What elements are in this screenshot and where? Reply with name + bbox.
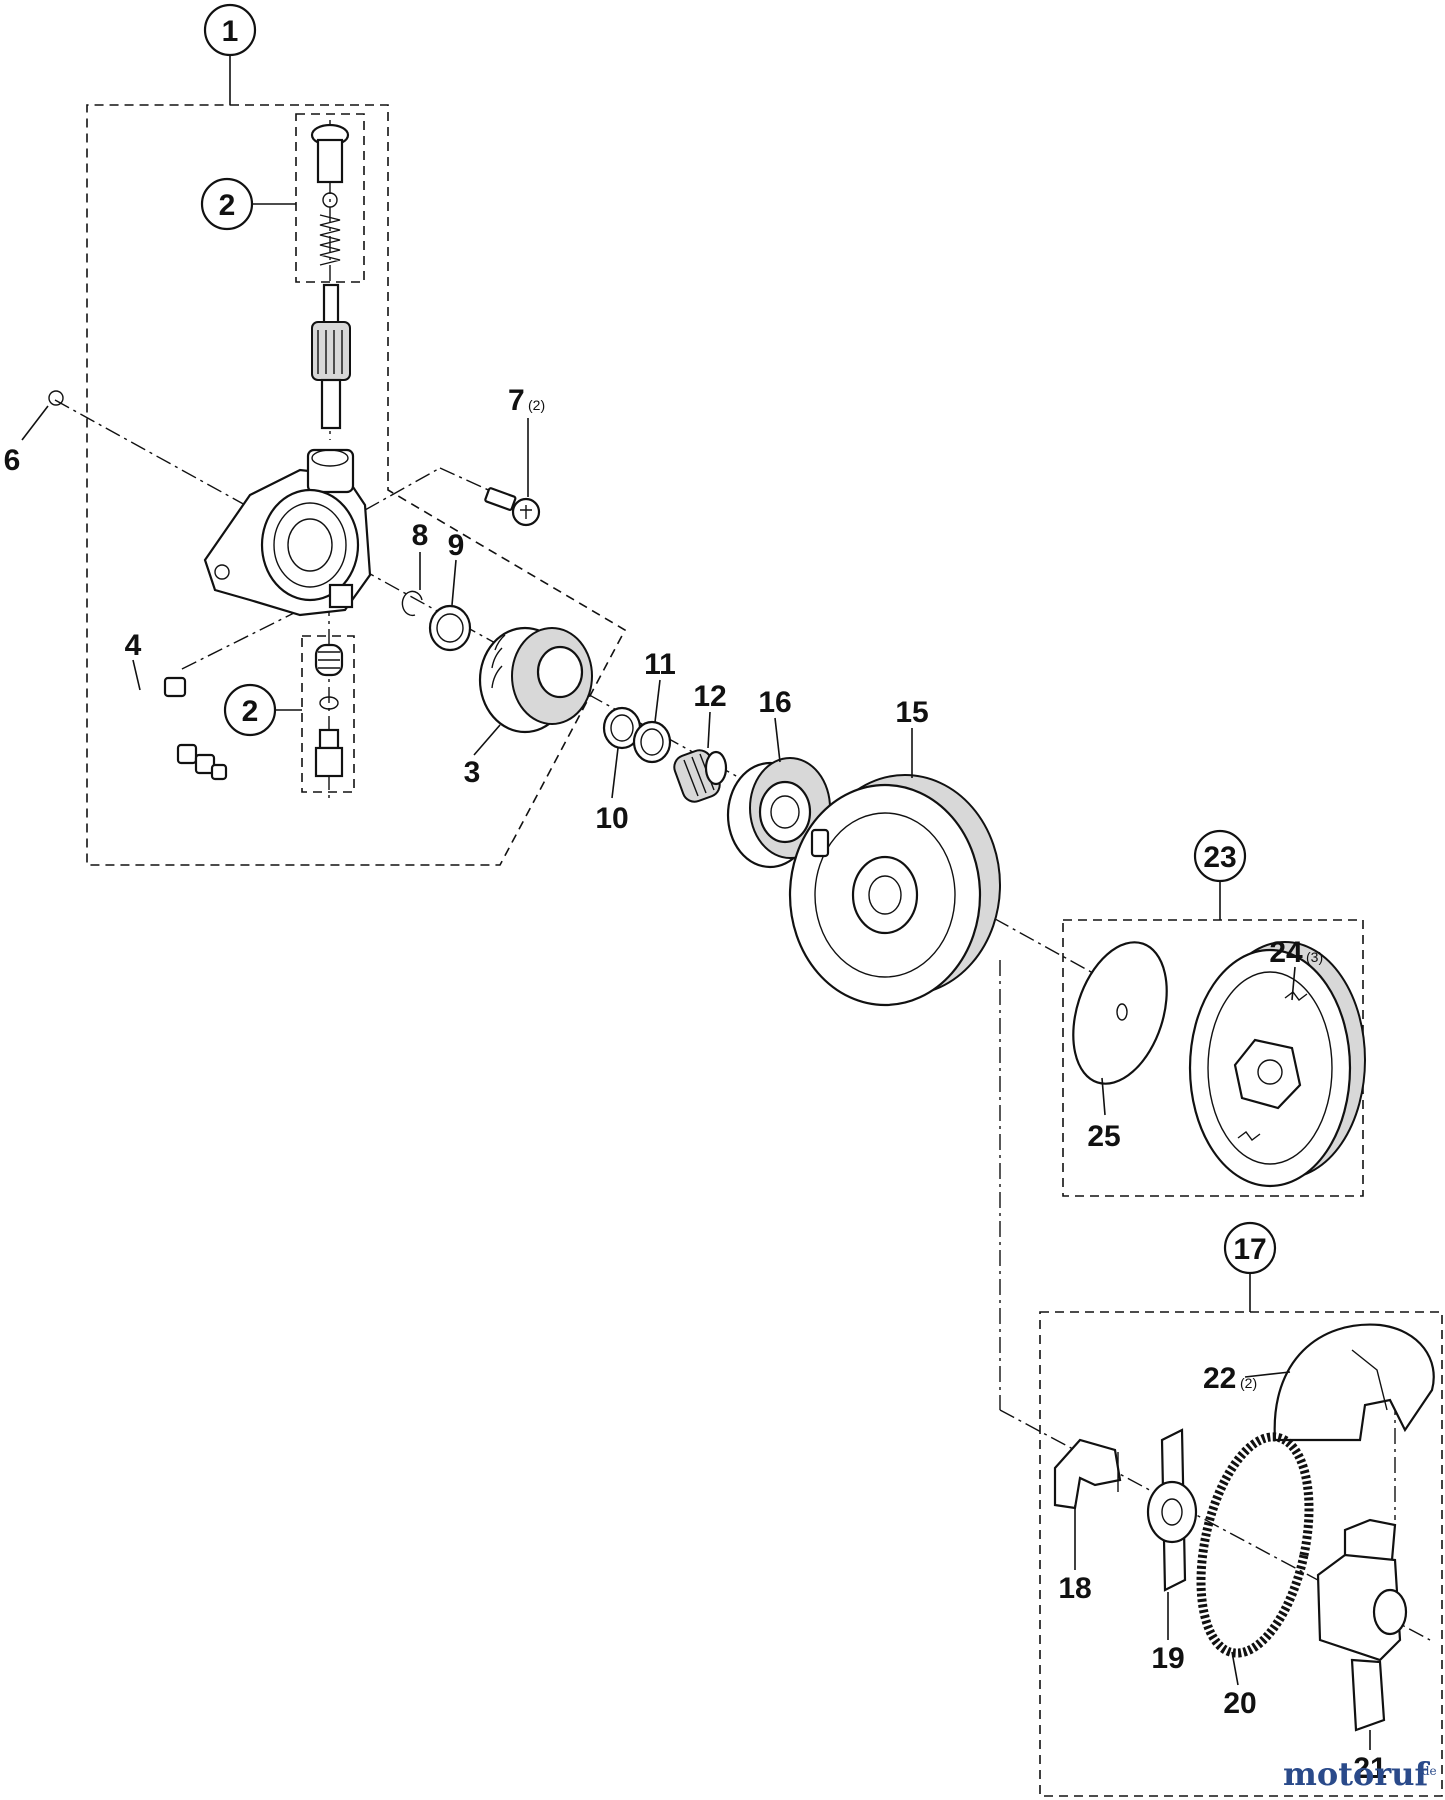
circlip-part-8 [401,590,423,617]
group-box-2-bottom [301,635,355,793]
group-box-17 [1039,1311,1443,1797]
leader-24 [1291,966,1296,1001]
callout-circle-23 [1193,829,1247,883]
worm-gear-part-3 [478,626,593,734]
clutch-hub-part-21 [1316,1518,1408,1732]
callout-circle-2a [200,177,254,231]
callout-17: 17 [1233,1233,1266,1266]
callout-circle-2b [223,683,277,737]
callout-2b: 2 [242,695,259,728]
clutch-assembly-part-24 [1188,941,1366,1188]
label-22: 22 [1203,1362,1236,1395]
rim-sprocket-part-16 [726,757,831,869]
label-11: 11 [644,648,676,681]
callout-23: 23 [1203,841,1236,874]
label-24: 24 [1269,936,1303,969]
washer-part-9 [428,604,472,652]
axis-hose [179,609,301,671]
leader-6 [21,405,49,441]
label-8: 8 [412,519,429,552]
pump-shaft [311,283,351,430]
label-19: 19 [1151,1642,1184,1675]
label-4: 4 [125,629,142,662]
valve-assembly-bottom [314,643,344,778]
valve-assembly-top [310,123,350,266]
axis-screw-2 [439,467,496,494]
callout-1: 1 [222,15,239,48]
plate-part-19 [1146,1428,1198,1592]
label-9: 9 [448,529,465,562]
leader-25 [1101,1077,1106,1116]
washer-disc-part-25 [1072,941,1168,1085]
washer-part-11 [632,720,672,764]
leader-11 [654,679,661,723]
callout-2a: 2 [219,189,236,222]
label-21: 21 [1353,1752,1386,1785]
circlip-part-6 [48,390,64,406]
axis-screw [364,467,441,511]
oil-pump-housing [203,448,372,617]
leader-10 [611,747,619,799]
leader-16 [774,717,781,763]
watermark-tld: .de [1418,1764,1437,1778]
group-box-1 [86,104,627,866]
screw-part-7 [484,487,541,527]
label-22-qty: (2) [1240,1375,1257,1391]
label-18: 18 [1058,1572,1091,1605]
leader-20 [1231,1651,1239,1686]
label-3: 3 [464,756,481,789]
label-20: 20 [1223,1687,1256,1720]
label-6: 6 [4,444,21,477]
label-7: 7 [508,384,525,417]
label-24-qty: (3) [1306,949,1323,965]
label-15: 15 [895,696,928,729]
leader-4 [132,659,141,691]
label-10: 10 [595,802,628,835]
label-12: 12 [693,680,726,713]
callout-circle-1 [203,3,257,57]
needle-bearing-part-12 [673,749,728,803]
leader-9 [451,559,457,606]
spring-part-20 [1196,1432,1314,1658]
leader-12 [707,711,711,749]
label-25: 25 [1087,1120,1120,1153]
leader-3 [473,724,501,756]
clutch-cover-part-22 [1273,1323,1435,1442]
oil-hose-part-4 [108,676,228,781]
label-7-qty: (2) [528,397,545,413]
group-box-2-top [295,113,365,283]
clip-part-18 [1053,1438,1122,1510]
watermark-brand: motoruf [1283,1755,1430,1793]
callout-circle-17 [1223,1221,1277,1275]
leader-22 [1244,1371,1291,1378]
clutch-drum-part-15 [788,774,1001,1007]
label-16: 16 [758,686,791,719]
